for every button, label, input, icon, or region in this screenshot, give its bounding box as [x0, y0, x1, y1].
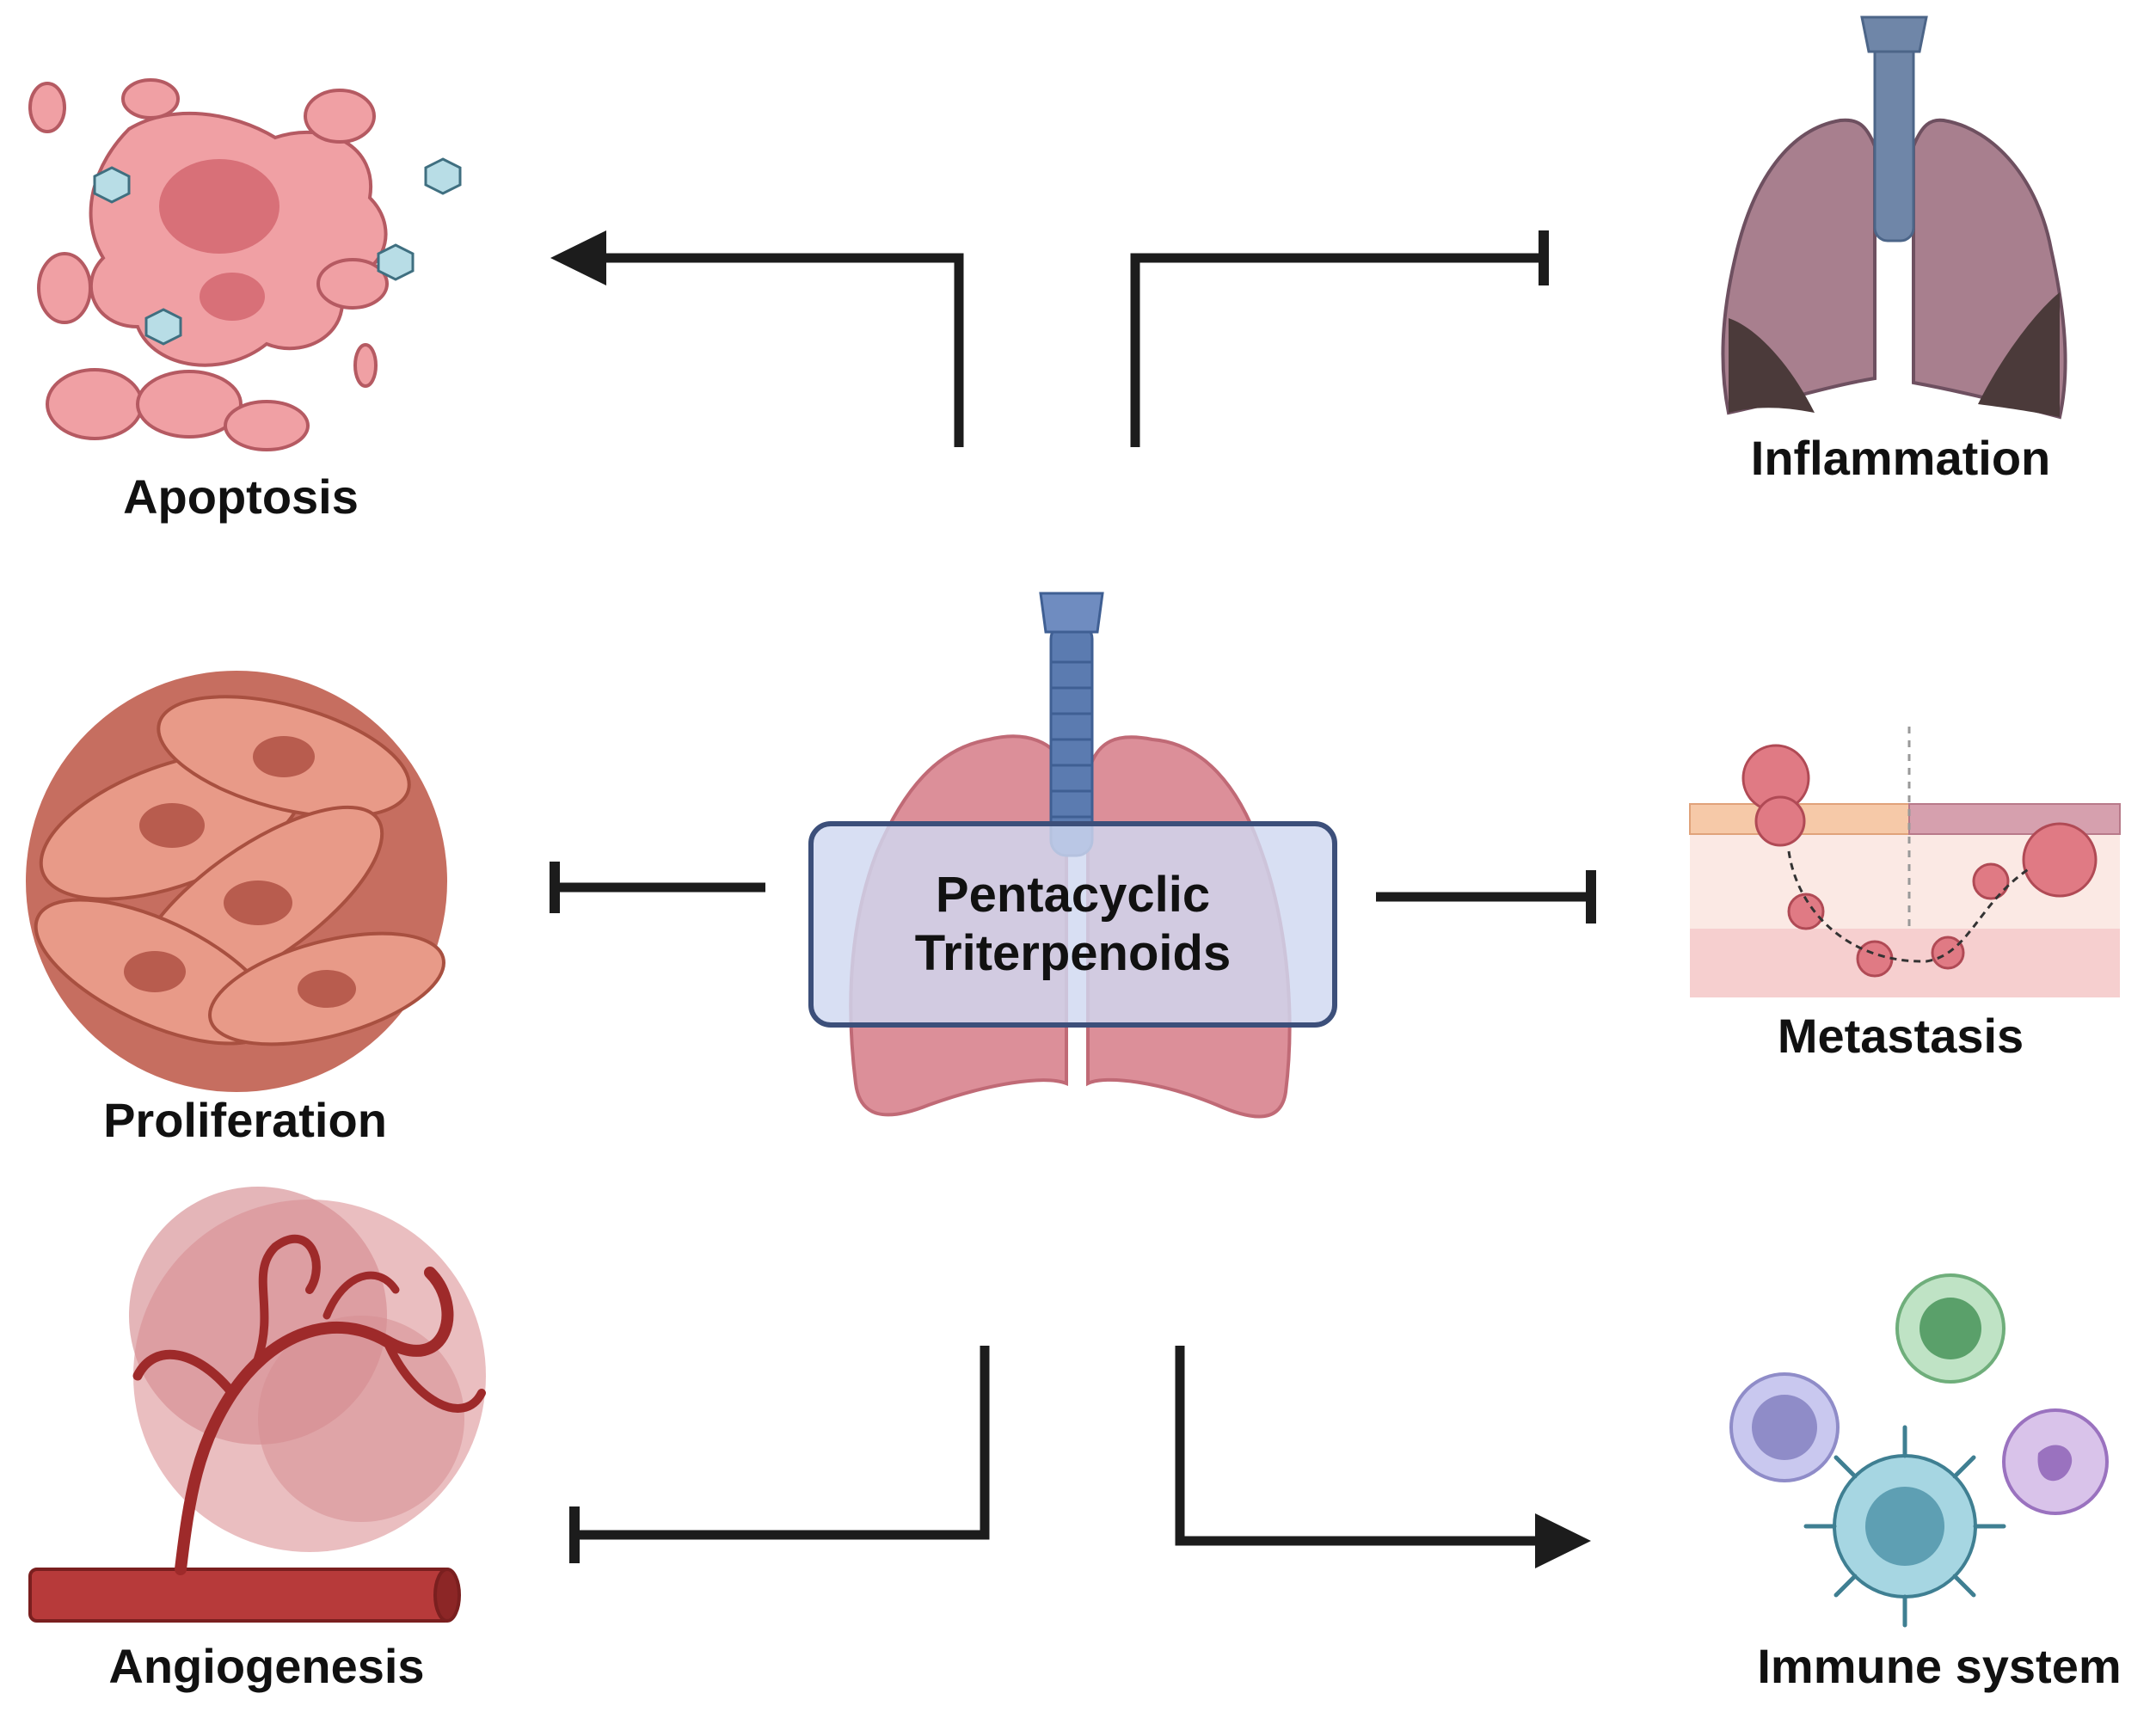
metastasis-illustration: [1689, 727, 2121, 997]
center-node: Pentacyclic Triterpenoids: [808, 821, 1337, 1028]
center-line-1: Pentacyclic: [935, 867, 1211, 923]
arrow-heads: [550, 230, 1591, 1568]
label-angiogenesis: Angiogenesis: [108, 1639, 425, 1693]
proliferation-illustration: [26, 671, 447, 1092]
label-immune-system: Immune system: [1757, 1639, 2122, 1693]
connector-inflammation: [1130, 253, 1539, 447]
apoptosis-illustration: [28, 78, 462, 451]
connectors: [555, 253, 1591, 1546]
arrowhead-apoptosis: [550, 230, 606, 285]
connector-apoptosis: [602, 253, 964, 447]
inhibition-bars: [550, 230, 1596, 1563]
inflamed-lungs-illustration: [1721, 15, 2067, 420]
larynx: [1039, 592, 1104, 634]
arrowhead-immune: [1535, 1513, 1591, 1568]
label-metastasis: Metastasis: [1777, 1009, 2024, 1063]
connector-angiogenesis: [574, 1346, 990, 1540]
center-line-2: Triterpenoids: [914, 925, 1232, 981]
trachea-rings: [1051, 660, 1092, 819]
label-apoptosis: Apoptosis: [123, 469, 359, 524]
label-proliferation: Proliferation: [103, 1093, 387, 1147]
label-inflammation: Inflammation: [1750, 431, 2051, 485]
immune-cells-illustration: [1729, 1273, 2109, 1628]
angiogenesis-illustration: [28, 1187, 486, 1623]
connector-immune: [1175, 1346, 1539, 1546]
